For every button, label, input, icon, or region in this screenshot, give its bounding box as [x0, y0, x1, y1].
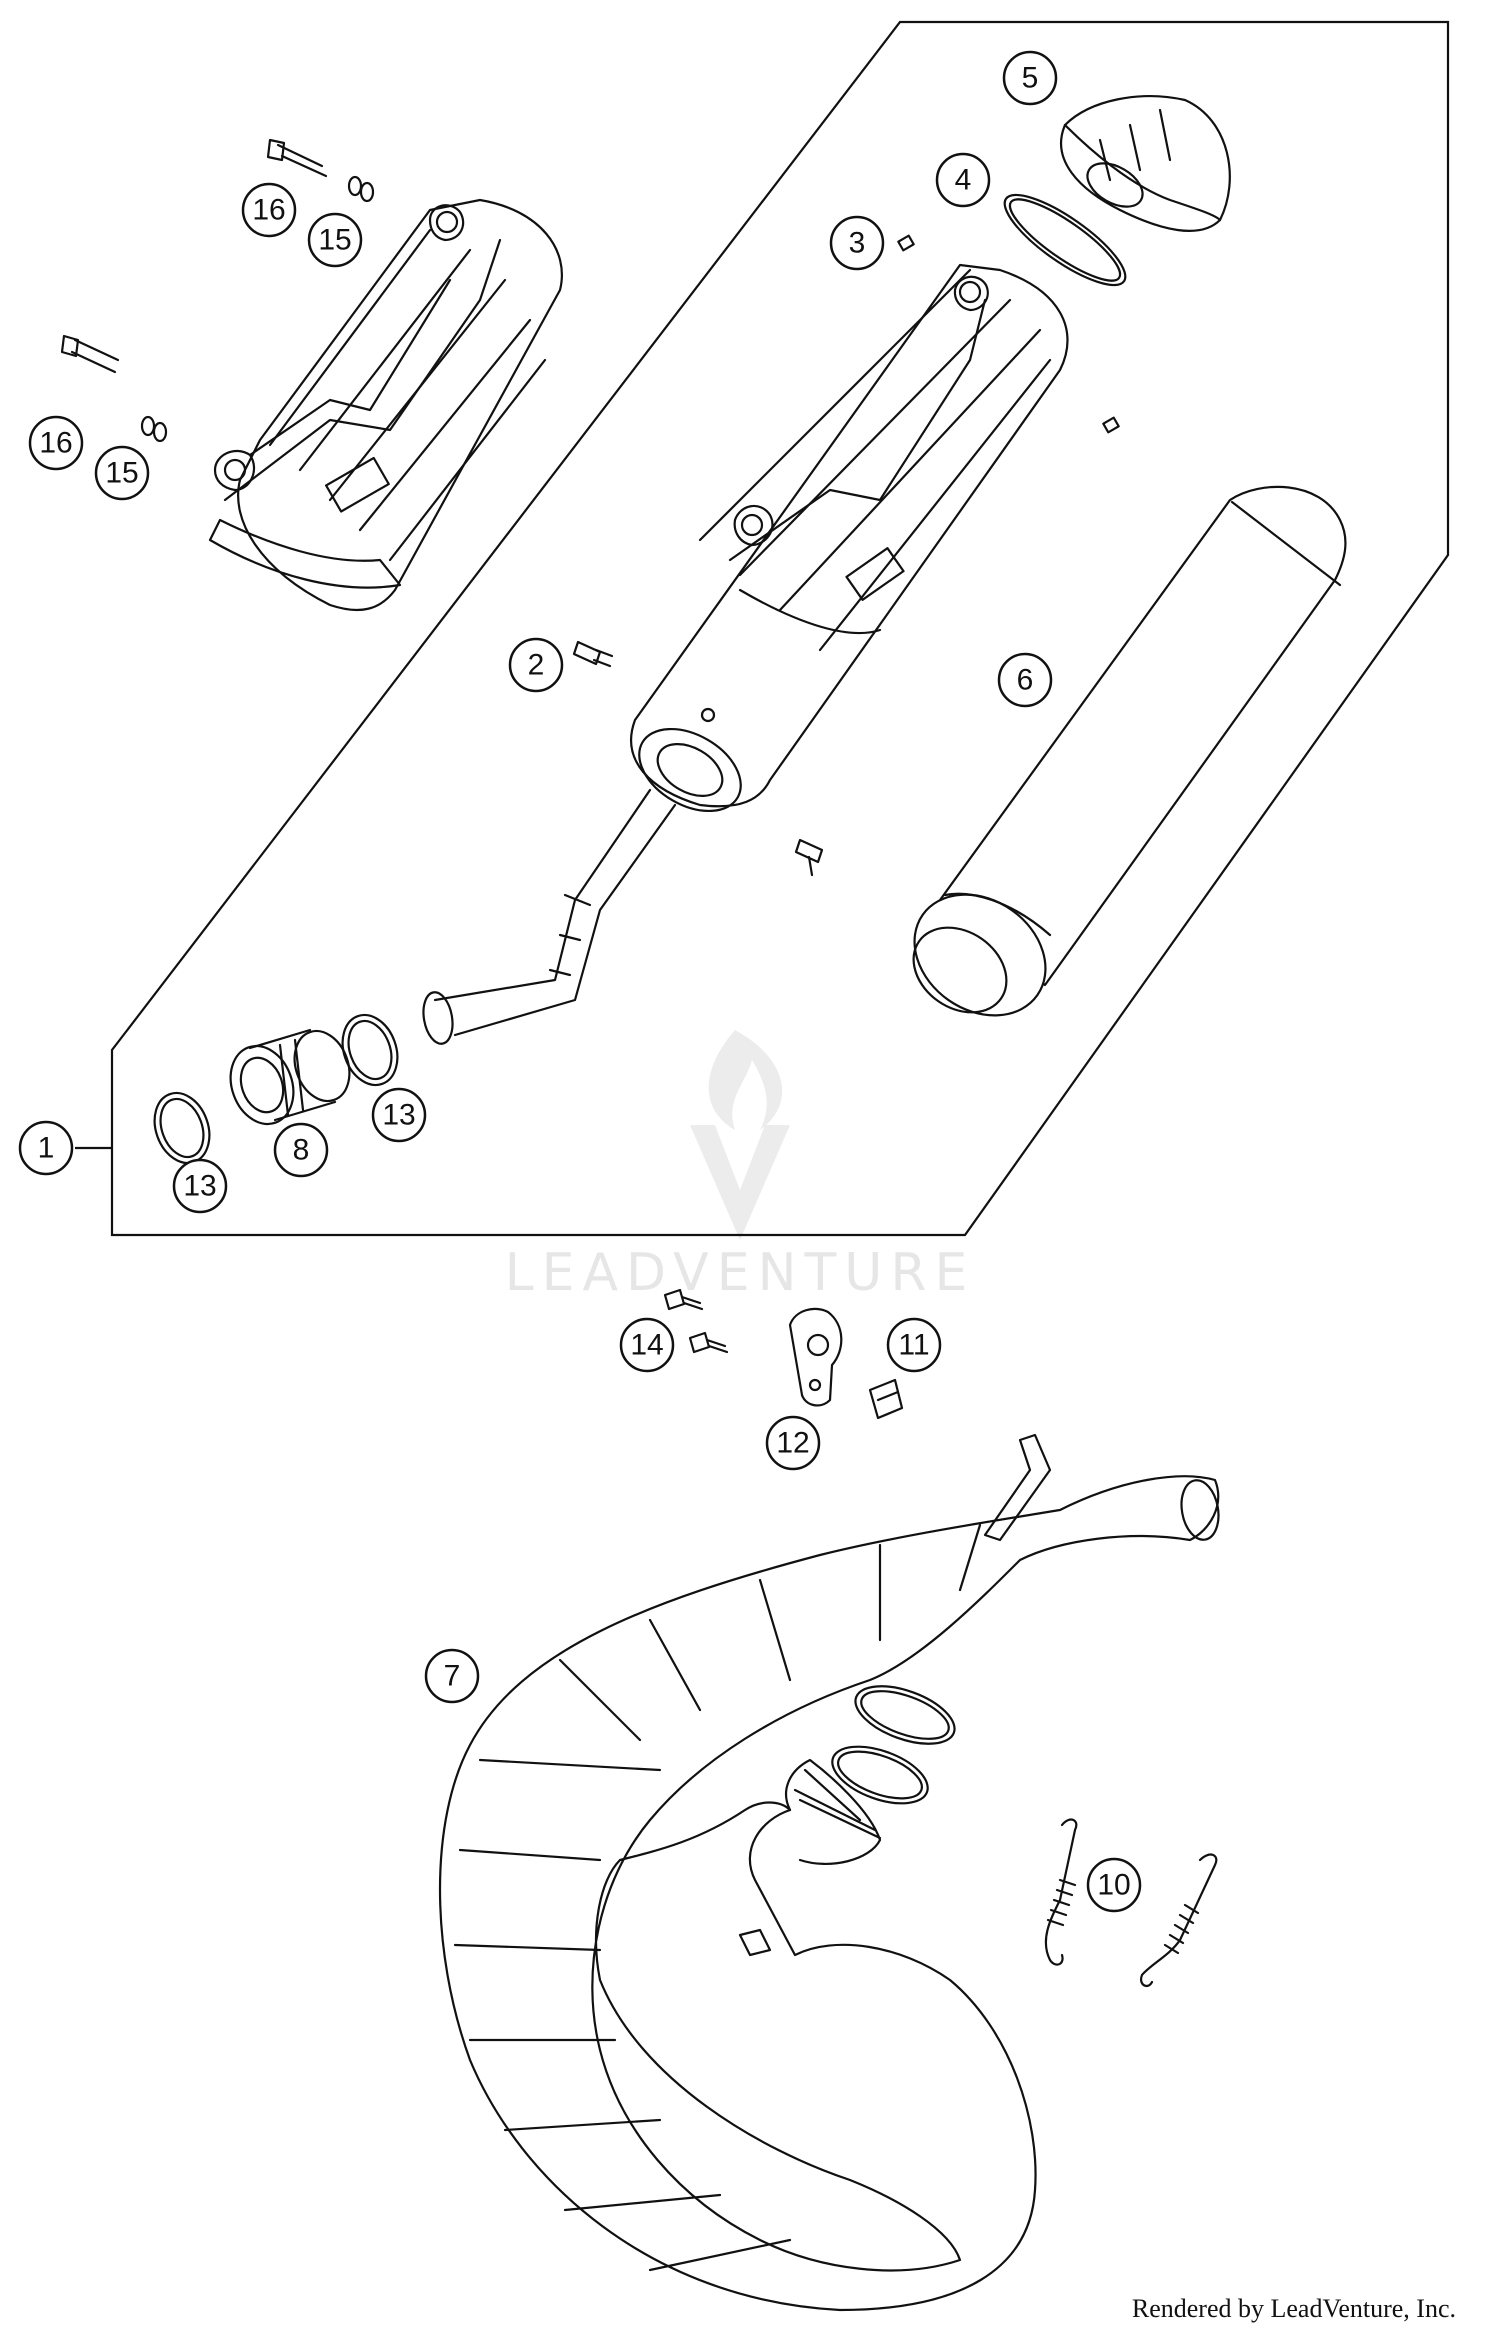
svg-text:8: 8: [293, 1134, 310, 1167]
silencer-inlet-pipe: [422, 788, 677, 1045]
callout-11[interactable]: 11: [886, 1317, 942, 1373]
silencer-view-upper-left: [208, 198, 563, 612]
callout-13-right[interactable]: 13: [371, 1087, 427, 1143]
seal-ring-pipe-lower: [831, 1745, 929, 1805]
callout-1[interactable]: 1: [18, 1120, 74, 1176]
svg-text:15: 15: [105, 457, 138, 490]
silencer-assembly-outline: [110, 20, 1450, 1237]
bolt-16-upper: [266, 138, 328, 178]
exhaust-header-pipe-7: [438, 1433, 1220, 2312]
mounting-bracket-12: [788, 1307, 843, 1407]
callout-10[interactable]: 10: [1086, 1857, 1142, 1913]
callout-3[interactable]: 3: [829, 215, 885, 271]
svg-text:12: 12: [776, 1427, 809, 1460]
callout-16-upper[interactable]: 16: [241, 182, 297, 238]
callout-15-lower[interactable]: 15: [94, 445, 150, 501]
svg-text:16: 16: [39, 427, 72, 460]
svg-text:7: 7: [444, 1660, 461, 1693]
svg-text:13: 13: [183, 1170, 216, 1203]
svg-text:3: 3: [849, 227, 866, 260]
spring-10-left: [1044, 1818, 1078, 1966]
leadventure-watermark: LEADVENTURE: [505, 1030, 976, 1303]
svg-text:10: 10: [1097, 1869, 1130, 1902]
spring-10-right: [1140, 1853, 1218, 1988]
callout-14[interactable]: 14: [619, 1317, 675, 1373]
svg-text:1: 1: [38, 1132, 55, 1165]
callout-5[interactable]: 5: [1002, 50, 1058, 106]
callout-7[interactable]: 7: [424, 1648, 480, 1704]
seal-ring-13-left: [153, 1091, 211, 1165]
watermark-text: LEADVENTURE: [505, 1243, 976, 1303]
seal-ring-13-right: [341, 1013, 399, 1087]
callout-2[interactable]: 2: [508, 637, 564, 693]
bushing-8: [229, 1028, 351, 1126]
bolt-14: [663, 1288, 729, 1354]
rivet-2: [572, 640, 824, 877]
svg-text:2: 2: [528, 649, 545, 682]
nut-15-upper: [347, 175, 375, 203]
svg-text:11: 11: [898, 1329, 929, 1362]
bolt-16-lower: [60, 334, 120, 374]
silencer-outer-tube-6: [912, 485, 1347, 1017]
svg-text:4: 4: [955, 164, 972, 197]
svg-text:14: 14: [630, 1329, 663, 1362]
clip-nut-11: [868, 1378, 904, 1420]
svg-text:6: 6: [1017, 664, 1034, 697]
callout-8[interactable]: 8: [273, 1122, 329, 1178]
callout-6[interactable]: 6: [997, 652, 1053, 708]
silencer-main: [630, 263, 1069, 813]
rendered-by-credit: Rendered by LeadVenture, Inc.: [1131, 2294, 1456, 2323]
screw-3: [897, 234, 1120, 434]
callout-4[interactable]: 4: [935, 152, 991, 208]
callout-12[interactable]: 12: [765, 1415, 821, 1471]
callout-16-lower[interactable]: 16: [28, 415, 84, 471]
nut-15-lower: [140, 415, 168, 443]
seal-ring-pipe-upper: [854, 1685, 956, 1745]
callout-13-left[interactable]: 13: [172, 1158, 228, 1214]
o-ring-4: [1003, 193, 1127, 287]
svg-text:15: 15: [318, 224, 351, 257]
end-cap-5: [1059, 95, 1231, 232]
svg-text:16: 16: [252, 194, 285, 227]
svg-text:5: 5: [1022, 62, 1039, 95]
callout-15-upper[interactable]: 15: [307, 212, 363, 268]
svg-text:13: 13: [382, 1099, 415, 1132]
